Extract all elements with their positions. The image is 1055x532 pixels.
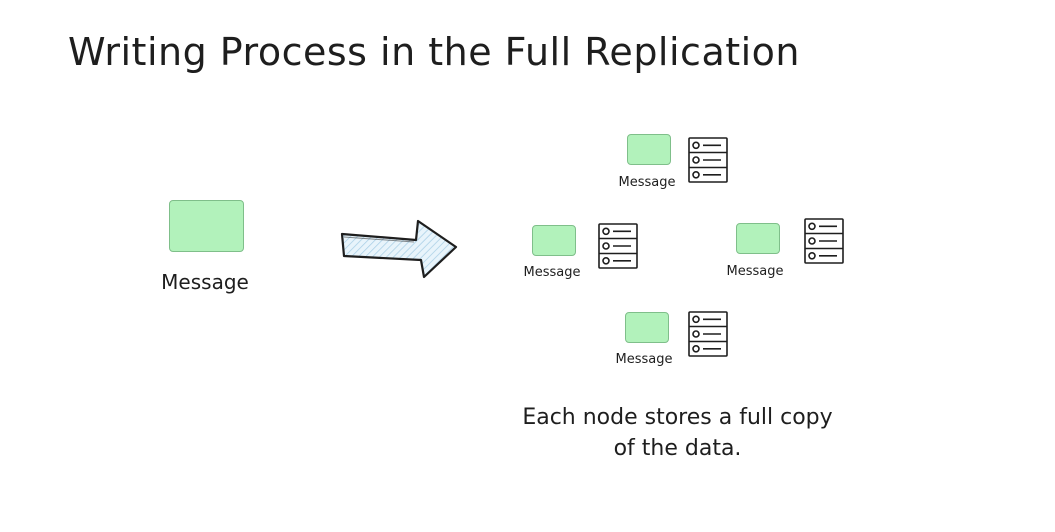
caption-line-2: of the data. [613,436,742,461]
node-message-box [625,312,669,343]
server-rack-icon [688,311,728,357]
server-rack-icon [598,223,638,269]
node-message-label: Message [523,265,581,280]
source-message-box [169,200,244,252]
node-message-box [532,225,576,256]
node-message-label: Message [618,175,676,190]
node-message-label: Message [726,264,784,279]
caption: Each node stores a full copy of the data… [490,402,865,464]
diagram-title: Writing Process in the Full Replication [68,30,801,74]
source-message-label: Message [161,270,249,294]
node-message-label: Message [615,352,673,367]
server-rack-icon [688,137,728,183]
right-arrow-icon [340,219,458,279]
node-message-box [736,223,780,254]
server-rack-icon [804,218,844,264]
node-message-box [627,134,671,165]
caption-line-1: Each node stores a full copy [522,405,833,430]
